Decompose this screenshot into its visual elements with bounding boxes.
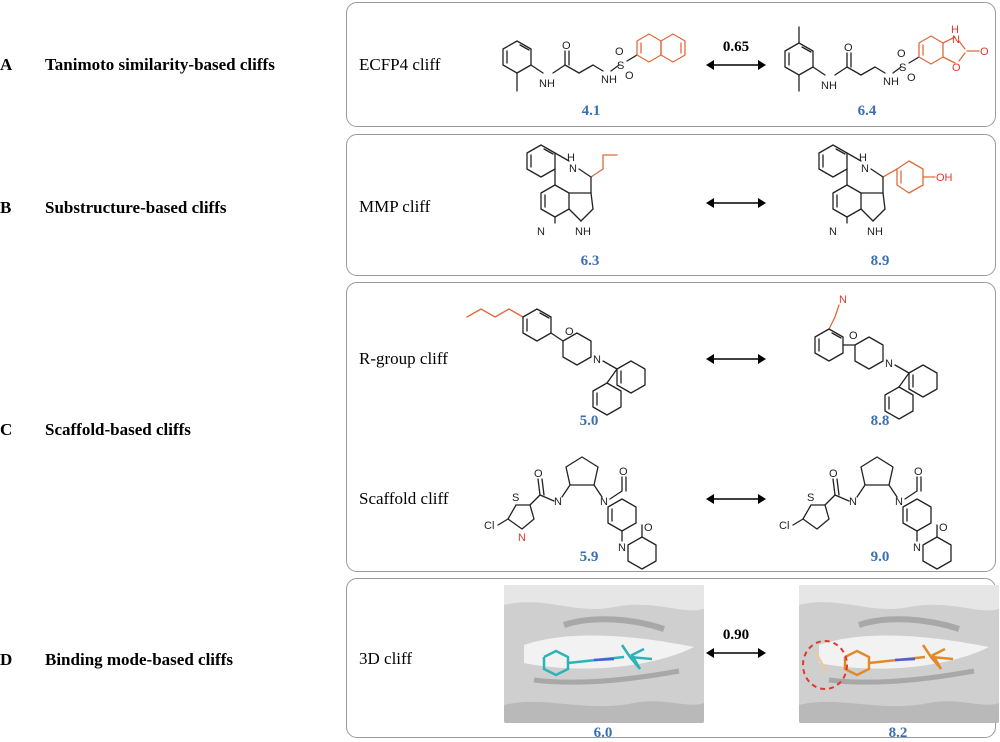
highlight-circle xyxy=(802,640,848,690)
atom-o: O xyxy=(619,466,628,478)
value-rgroup-left: 5.0 xyxy=(579,413,599,429)
double-arrow-3d xyxy=(706,648,766,658)
cliff-label-3d: 3D cliff xyxy=(359,649,413,668)
atom-nh: NH xyxy=(575,226,591,238)
double-arrow-scaffold xyxy=(706,494,766,504)
molecule-scaffold-left: Cl S N O N N O N O xyxy=(484,456,657,570)
atom-nh: NH xyxy=(539,78,555,90)
atom-nh: NH xyxy=(601,74,617,86)
atom-n: N xyxy=(839,294,847,306)
atom-o: O xyxy=(644,522,653,534)
section-letter-a: A xyxy=(0,55,13,74)
binding-pose-right xyxy=(799,585,999,723)
atom-cl: Cl xyxy=(484,520,494,532)
cliff-label-mmp: MMP cliff xyxy=(359,197,431,216)
double-arrow-rgroup xyxy=(706,354,766,364)
cliff-label-scaffold: Scaffold cliff xyxy=(359,489,449,508)
similarity-3d: 0.90 xyxy=(722,627,750,643)
section-letter-c: C xyxy=(0,420,13,439)
molecule-ecfp4-right: NH O NH S O O H N O O xyxy=(784,24,989,92)
similarity-ecfp4: 0.65 xyxy=(722,39,750,55)
molecule-scaffold-right: Cl S O N N O N O xyxy=(779,456,952,570)
value-mmp-left: 6.3 xyxy=(580,253,600,269)
atom-n: N xyxy=(569,163,577,175)
atom-n: N xyxy=(618,542,626,554)
atom-n: N xyxy=(554,496,562,508)
atom-o: O xyxy=(907,72,916,84)
double-arrow-mmp xyxy=(706,198,766,208)
atom-nh: NH xyxy=(821,80,837,92)
atom-o: O xyxy=(914,466,923,478)
atom-o: O xyxy=(844,42,853,54)
panel-mmp-cliff: MMP cliff H N NH N 6.3 H N xyxy=(346,134,996,276)
atom-n: N xyxy=(895,496,903,508)
atom-n: N xyxy=(952,34,960,46)
value-scaffold-left: 5.9 xyxy=(579,549,599,565)
section-letter-b: B xyxy=(0,198,12,217)
section-title-d: Binding mode-based cliffs xyxy=(45,650,233,669)
atom-o: O xyxy=(939,522,948,534)
value-3d-left: 6.0 xyxy=(593,725,613,741)
atom-nh: NH xyxy=(883,76,899,88)
atom-s: S xyxy=(807,492,814,504)
atom-o: O xyxy=(980,46,989,58)
atom-s: S xyxy=(617,60,624,72)
double-arrow-ecfp4 xyxy=(706,60,766,70)
atom-o: O xyxy=(534,468,543,480)
atom-o: O xyxy=(849,330,858,342)
section-title-b: Substructure-based cliffs xyxy=(45,198,227,217)
atom-s: S xyxy=(899,62,906,74)
atom-n: N xyxy=(913,542,921,554)
atom-n: N xyxy=(885,358,893,370)
atom-n: N xyxy=(829,226,837,238)
molecule-rgroup-left: O N xyxy=(466,308,646,416)
atom-oh: OH xyxy=(936,172,953,184)
atom-o: O xyxy=(952,62,961,74)
molecule-ecfp4-left: NH O NH S O O xyxy=(502,33,686,92)
atom-n: N xyxy=(600,496,608,508)
atom-o: O xyxy=(829,468,838,480)
atom-o: O xyxy=(615,46,624,58)
molecule-rgroup-right: N O N xyxy=(814,294,938,420)
cliff-label-rgroup: R-group cliff xyxy=(359,349,448,368)
atom-n: N xyxy=(518,532,526,544)
section-title-c: Scaffold-based cliffs xyxy=(45,420,191,439)
value-rgroup-right: 8.8 xyxy=(870,413,890,429)
atom-nh: H xyxy=(951,24,959,36)
value-mmp-right: 8.9 xyxy=(870,253,890,269)
atom-h: H xyxy=(567,152,575,164)
atom-s: S xyxy=(512,492,519,504)
molecule-mmp-left: H N NH N xyxy=(526,144,618,238)
atom-n: N xyxy=(537,226,545,238)
atom-n: N xyxy=(849,496,857,508)
atom-n: N xyxy=(861,163,869,175)
atom-o: O xyxy=(565,326,574,338)
atom-o: O xyxy=(897,48,906,60)
atom-o: O xyxy=(562,40,571,52)
value-3d-right: 8.2 xyxy=(888,725,908,741)
panel-3d-cliff: 3D cliff 6.0 0.90 8.2 xyxy=(346,578,999,741)
panel-ecfp4-cliff: ECFP4 cliff NH O NH S O O 4.1 0.65 xyxy=(346,2,996,127)
panel-scaffold-cliffs: R-group cliff O N 5.0 N O N xyxy=(346,282,996,572)
value-ecfp4-right: 6.4 xyxy=(857,103,877,119)
atom-o: O xyxy=(625,70,634,82)
atom-cl: Cl xyxy=(779,520,789,532)
atom-nh: NH xyxy=(867,226,883,238)
value-ecfp4-left: 4.1 xyxy=(581,103,601,119)
atom-n: N xyxy=(593,354,601,366)
molecule-mmp-right: H N OH NH N xyxy=(818,144,953,238)
value-scaffold-right: 9.0 xyxy=(870,549,890,565)
atom-h: H xyxy=(859,152,867,164)
binding-pose-left xyxy=(504,585,704,723)
section-letter-d: D xyxy=(0,650,13,669)
section-title-a: Tanimoto similarity-based cliffs xyxy=(45,55,275,74)
cliff-label-ecfp4: ECFP4 cliff xyxy=(359,55,441,74)
